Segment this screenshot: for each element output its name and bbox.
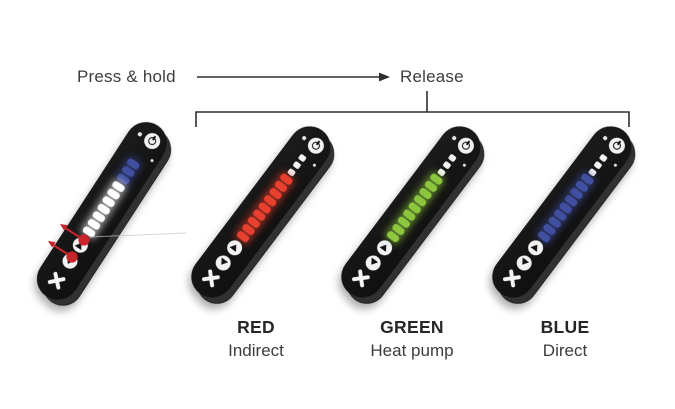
power-button-icon: [141, 129, 164, 153]
unlit-square: [297, 152, 307, 162]
result-mode: Heat pump: [370, 341, 454, 360]
indicator-dot: [311, 162, 317, 168]
unlit-square: [286, 167, 296, 177]
unlit-square: [436, 167, 446, 177]
status-squares: [587, 152, 608, 177]
button-group: [59, 234, 91, 272]
led-strip: [385, 172, 444, 244]
press-hold-label: Press & hold: [77, 67, 176, 86]
power-button-icon: [454, 134, 478, 157]
remote-body: [182, 117, 340, 307]
unlit-square: [593, 159, 603, 169]
result-label-green: GREEN Heat pump: [327, 317, 497, 361]
down-triangle-icon: [64, 256, 75, 266]
indicator-dot: [461, 162, 467, 168]
button-group: [513, 236, 547, 273]
power-button-icon: [605, 134, 629, 157]
arrow-press-to-release: [197, 72, 390, 82]
indicator-dot: [149, 157, 155, 163]
result-mode: Indirect: [228, 341, 284, 360]
unlit-square: [587, 167, 597, 177]
led-strip: [235, 172, 294, 244]
remote-body: [28, 114, 176, 308]
led-strip: [536, 172, 595, 244]
status-squares: [436, 152, 457, 177]
power-cluster: [137, 129, 164, 163]
button-group: [212, 236, 246, 273]
unlit-square: [598, 152, 608, 162]
fan-cross-icon: [43, 267, 71, 295]
down-triangle-icon: [368, 257, 379, 268]
led-strip: [81, 156, 141, 238]
remote-result-blue: [483, 117, 641, 307]
unlit-square: [447, 152, 457, 162]
result-color-name: GREEN: [380, 317, 444, 337]
up-triangle-icon: [530, 242, 541, 252]
up-button: [69, 234, 91, 256]
result-color-name: BLUE: [540, 317, 590, 337]
indicator-dot: [451, 135, 457, 141]
up-triangle-icon: [379, 242, 390, 252]
indicator-dot: [137, 131, 143, 137]
up-triangle-icon: [74, 240, 85, 250]
result-mode: Direct: [542, 341, 588, 360]
down-triangle-icon: [519, 257, 530, 268]
power-button-icon: [304, 134, 328, 157]
button-group: [362, 236, 396, 273]
up-triangle-icon: [229, 242, 240, 252]
remote-press-hold: [28, 114, 176, 308]
status-squares: [138, 154, 139, 156]
indicator-dot: [301, 135, 307, 141]
result-label-red: RED Indirect: [171, 317, 341, 361]
indicator-dot: [602, 135, 608, 141]
unlit-square: [442, 159, 452, 169]
release-bracket: [195, 111, 630, 127]
indicator-dot: [612, 162, 618, 168]
remote-result-green: [332, 117, 490, 307]
unlit-square: [292, 159, 302, 169]
result-color-name: RED: [237, 317, 275, 337]
down-button: [59, 250, 80, 272]
remote-body: [483, 117, 641, 307]
remote-body: [332, 117, 490, 307]
result-label-blue: BLUE Direct: [480, 317, 650, 361]
release-label: Release: [400, 67, 464, 86]
status-squares: [286, 152, 307, 177]
down-triangle-icon: [218, 257, 229, 268]
remote-result-red: [182, 117, 340, 307]
